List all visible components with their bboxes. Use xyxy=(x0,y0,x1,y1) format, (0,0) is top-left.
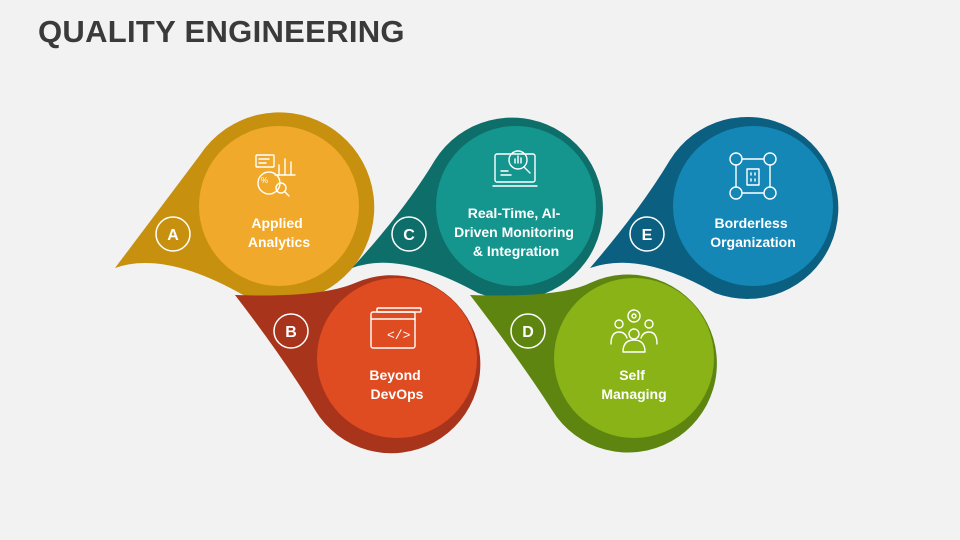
step-d-badge xyxy=(510,313,546,349)
network-organization-icon xyxy=(729,152,777,200)
step-b-label: Beyond DevOps xyxy=(369,367,424,402)
step-a-badge-letter: A xyxy=(167,227,179,244)
step-e-badge xyxy=(629,216,665,252)
step-e-badge-letter: E xyxy=(642,227,653,244)
step-b-badge-letter: B xyxy=(285,324,297,341)
step-c-label: Real-Time, AI- Driven Monitoring & Integ… xyxy=(454,205,578,259)
step-d-inner-circle xyxy=(554,278,714,438)
slide-title: QUALITY ENGINEERING xyxy=(38,14,405,49)
analytics-icon: % xyxy=(255,154,296,197)
step-c-inner-circle xyxy=(436,126,596,286)
step-c-badge-letter: C xyxy=(403,227,415,244)
code-window-icon: </> xyxy=(370,307,422,349)
monitoring-icon xyxy=(492,150,538,187)
step-d: D Self Managing xyxy=(470,274,717,453)
step-c: C Real-Time, AI- Driven Monitoring & Int… xyxy=(352,117,603,300)
step-a-inner-circle xyxy=(199,126,359,286)
step-d-badge-letter: D xyxy=(522,324,534,341)
step-a-label: Applied Analytics xyxy=(248,215,310,250)
svg-text:%: % xyxy=(261,176,268,185)
step-b-badge xyxy=(273,313,309,349)
step-b-inner-circle xyxy=(317,278,477,438)
step-e: E Borderless Organization xyxy=(590,116,839,299)
step-e-label: Borderless Organization xyxy=(710,215,796,250)
step-c-badge xyxy=(391,216,427,252)
step-d-label: Self Managing xyxy=(601,367,666,402)
step-a: A % Applied Analytics xyxy=(115,112,375,303)
step-b: B </> Beyond DevOps xyxy=(235,275,481,454)
team-gear-icon xyxy=(610,309,658,353)
step-e-inner-circle xyxy=(673,126,833,286)
step-a-badge xyxy=(155,216,191,252)
svg-text:</>: </> xyxy=(387,328,411,343)
